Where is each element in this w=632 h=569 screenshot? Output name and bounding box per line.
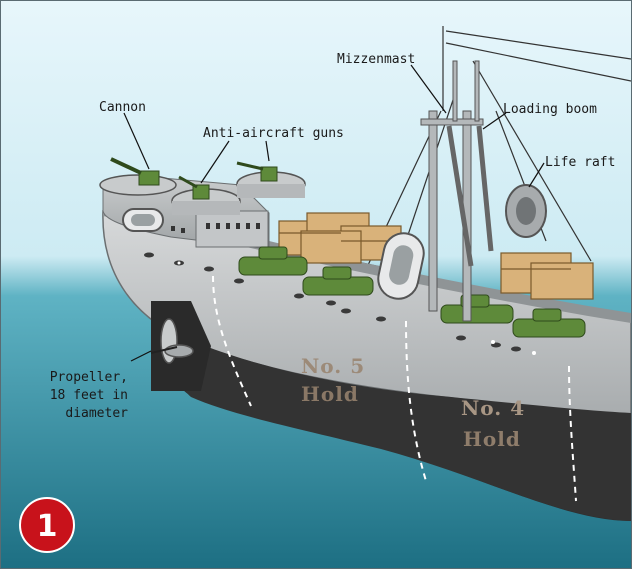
mizzenmast [420,60,484,322]
label-loading-boom: Loading boom [503,102,597,117]
loading-boom [446,125,494,267]
anti-aircraft-guns-icon [178,161,278,200]
step-badge: 1 [19,497,75,553]
label-propeller-line2: 18 feet in [50,388,128,403]
label-propeller-line1: Propeller, [50,370,128,385]
hold-5-number: No. 5 [301,354,365,378]
hull-portholes [144,252,536,355]
hold-4-number: No. 4 [461,396,525,420]
label-cannon: Cannon [99,100,146,115]
bulkhead-dashes [212,275,577,502]
life-raft-icon [505,184,547,238]
mid-life-raft-icon [377,232,425,300]
hold-4-label: Hold [463,427,521,451]
label-life-raft: Life raft [545,155,615,170]
label-mizzenmast: Mizzenmast [337,52,415,67]
cargo-crates [278,212,594,300]
propeller-icon [150,318,194,364]
label-propeller-line3: diameter [65,406,128,421]
label-anti-aircraft-guns: Anti-aircraft guns [203,126,344,141]
step-badge-circle [19,497,75,553]
step-badge-number: 1 [37,509,58,544]
hold-5-label: Hold [301,382,359,406]
hull-waterline-band [171,331,631,521]
cannon-icon [110,157,160,186]
tanks [238,246,586,338]
label-leader-lines [123,64,545,362]
